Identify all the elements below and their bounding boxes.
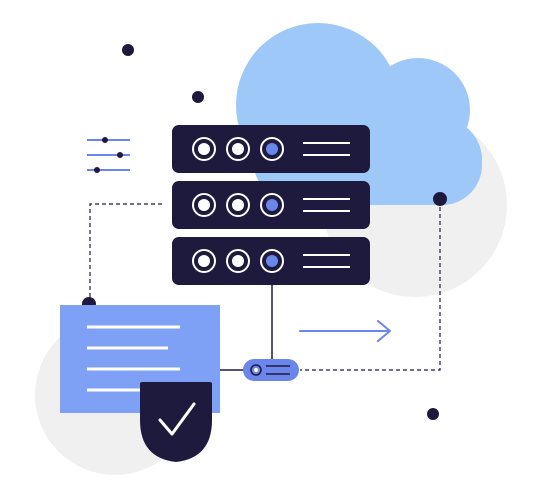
server-unit [172, 181, 370, 229]
arrow-right-icon [299, 320, 391, 342]
decorative-dot [192, 91, 204, 103]
dashed-connectors [89, 200, 441, 371]
server-unit [172, 237, 370, 285]
server-rack-icon [172, 125, 370, 285]
decorative-dot [427, 408, 439, 420]
connector-dot [433, 192, 447, 206]
connector-switch-icon [243, 359, 299, 381]
sliders-icon [87, 137, 130, 173]
cloud-icon [236, 23, 482, 205]
server-unit [172, 125, 370, 173]
decorative-dot [122, 44, 134, 56]
shield-check-icon [140, 382, 212, 462]
